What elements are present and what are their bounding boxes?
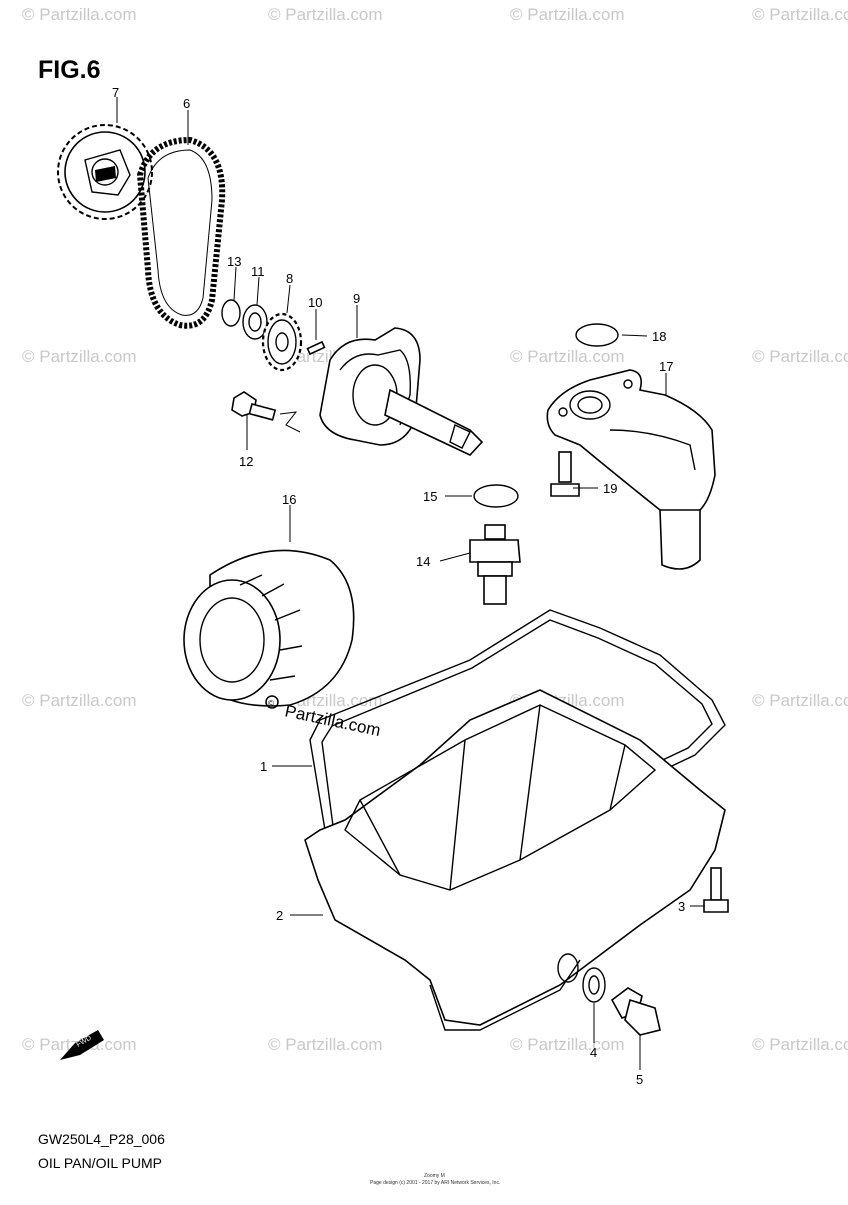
part-washer-4[interactable]	[582, 967, 606, 1003]
watermark-text: © Partzilla.com	[752, 691, 848, 710]
part-drain-plug-5[interactable]	[610, 987, 661, 1036]
callout-19[interactable]: 19	[603, 481, 617, 496]
part-bolt-3[interactable]	[703, 867, 729, 913]
watermark-text: © Partzilla.com	[22, 691, 137, 710]
part-circlip-13[interactable]	[221, 299, 241, 327]
footer-tiny-line1: Zoomy M	[424, 1173, 445, 1179]
part-chain-6[interactable]	[136, 136, 226, 329]
callout-18[interactable]: 18	[652, 329, 666, 344]
callout-14[interactable]: 14	[416, 554, 430, 569]
callout-17[interactable]: 17	[659, 359, 673, 374]
part-oil-pan-2[interactable]	[304, 689, 726, 1031]
footer-tiny-line2: Page design (c) 2001 - 2017 by ARI Netwo…	[370, 1180, 500, 1186]
watermark-text: © Partzilla.com	[510, 1035, 625, 1054]
part-pin-10[interactable]	[306, 340, 326, 356]
part-gear-8[interactable]	[261, 312, 303, 372]
part-strainer-17[interactable]	[546, 369, 716, 570]
copyright-symbol: ©	[268, 699, 274, 708]
figure-caption: OIL PAN/OIL PUMP	[38, 1155, 162, 1171]
callout-7[interactable]: 7	[112, 85, 119, 100]
callout-6[interactable]: 6	[183, 96, 190, 111]
callout-4[interactable]: 4	[590, 1045, 597, 1060]
callout-9[interactable]: 9	[353, 291, 360, 306]
callout-15[interactable]: 15	[423, 489, 437, 504]
callout-12[interactable]: 12	[239, 454, 253, 469]
callout-16[interactable]: 16	[282, 492, 296, 507]
copyright-circle-icon	[265, 695, 279, 709]
part-o-ring-15[interactable]	[473, 484, 519, 508]
callout-5[interactable]: 5	[636, 1072, 643, 1087]
part-bolt-19[interactable]	[550, 451, 580, 497]
callouts: 7 6 13 11 8 10 9 12 16 18 17 19 15 14 1 …	[112, 85, 685, 1087]
part-o-ring-18[interactable]	[575, 323, 619, 347]
part-pressure-switch-14[interactable]	[469, 524, 521, 605]
part-washer-11[interactable]	[242, 304, 268, 340]
watermark-text: © Partzilla.com	[22, 5, 137, 24]
leader-lines	[116, 97, 705, 1070]
watermark-text: © Partzilla.com	[22, 347, 137, 366]
part-oil-filter-16[interactable]	[183, 549, 355, 707]
watermark-text: © Partzilla.com	[752, 5, 848, 24]
callout-3[interactable]: 3	[678, 899, 685, 914]
watermark-text: © Partzilla.com	[752, 1035, 848, 1054]
watermark-text: © Partzilla.com	[268, 5, 383, 24]
part-bolt-12[interactable]	[231, 391, 301, 433]
watermark-text: © Partzilla.com	[510, 5, 625, 24]
figure-code: GW250L4_P28_006	[38, 1131, 165, 1147]
watermark-text: © Partzilla.com	[268, 1035, 383, 1054]
watermarks: © Partzilla.com © Partzilla.com © Partzi…	[22, 5, 848, 1054]
callout-11[interactable]: 11	[251, 264, 265, 279]
callout-13[interactable]: 13	[227, 254, 241, 269]
callout-8[interactable]: 8	[286, 271, 293, 286]
watermark-text: © Partzilla.com	[510, 347, 625, 366]
figure-title: FIG.6	[38, 56, 101, 84]
part-sprocket-7[interactable]	[57, 124, 153, 220]
part-oil-pump-9[interactable]	[319, 327, 484, 456]
callout-10[interactable]: 10	[308, 295, 322, 310]
callout-2[interactable]: 2	[276, 908, 283, 923]
callout-1[interactable]: 1	[260, 759, 267, 774]
watermark-text: © Partzilla.com	[752, 347, 848, 366]
